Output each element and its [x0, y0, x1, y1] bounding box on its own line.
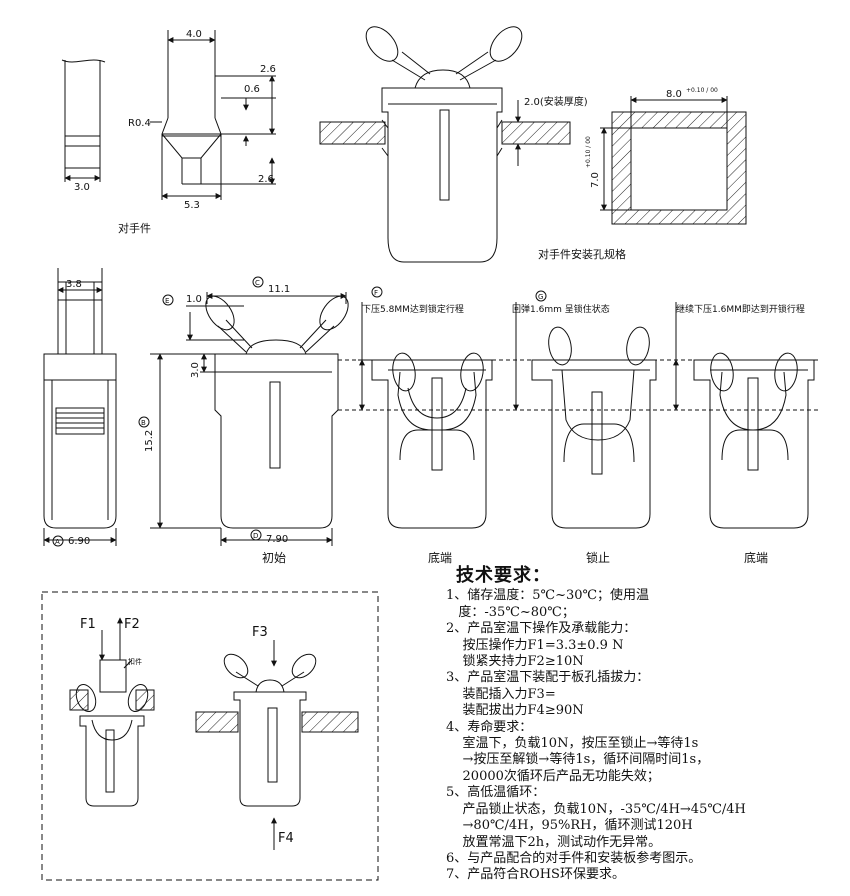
dim-top-width: 4.0 — [186, 29, 202, 40]
mating-part-front-view — [150, 30, 276, 200]
caption-bottom-2: 底端 — [744, 550, 768, 565]
dim-front-top: 11.1 — [268, 284, 290, 295]
dim-width-26: 2.6 — [258, 174, 274, 185]
mark-d-circle — [250, 529, 262, 541]
mating-part-caption: 对手件 — [118, 221, 151, 235]
requirement-line: 装配插入力F3= — [446, 686, 556, 702]
mating-part-side-view — [61, 59, 106, 182]
requirement-line: 1、储存温度：5℃~30℃；使用温 — [446, 588, 650, 604]
mark-d: D — [253, 532, 258, 540]
latch-side-view — [43, 268, 117, 546]
caption-bottom-1: 底端 — [428, 550, 452, 565]
requirement-line: →按压至解锁→等待1s，循环间隔时间1s， — [446, 752, 710, 768]
requirement-line: 按压操作力F1=3.3±0.9 N — [446, 637, 624, 653]
requirements-title: 技术要求： — [456, 565, 551, 586]
dim-height-06: 0.6 — [244, 84, 260, 95]
requirement-line: →80℃/4H，95%RH，循环测试120H — [446, 818, 693, 834]
force-f4-label: F4 — [278, 831, 294, 846]
dim-front-bottom: 7.90 — [266, 534, 288, 545]
requirement-line: 装配拔出力F4≥90N — [446, 703, 584, 719]
requirement-line: 6、与产品配合的对手件和安装板参考图示。 — [446, 850, 702, 866]
mark-c-circle — [252, 276, 264, 288]
dim-side-top: 3.8 — [66, 279, 82, 290]
mark-b-circle — [138, 416, 150, 428]
mark-b: B — [141, 419, 146, 427]
mark-a-circle — [52, 535, 64, 547]
caption-initial: 初始 — [262, 551, 286, 565]
force-f2-label: F2 — [124, 617, 140, 632]
dim-height-26: 2.6 — [260, 64, 276, 75]
mounting-hole-spec — [600, 96, 747, 225]
note-press-unlock: 继续下压1.6MM即达到开锁行程 — [676, 303, 805, 315]
dim-width-30: 3.0 — [74, 182, 90, 193]
mark-f-circle — [371, 286, 383, 298]
force-f1-label: F1 — [80, 617, 96, 632]
mark-g: G — [538, 293, 543, 301]
dim-side-bottom: 6.90 — [68, 536, 90, 547]
latch-front-view-initial — [150, 292, 349, 546]
mark-c: C — [255, 279, 260, 287]
requirement-line: 度：-35℃~80℃； — [446, 604, 575, 620]
requirement-line: 3、产品室温下装配于板孔插拔力： — [446, 670, 650, 686]
force-test-insertion — [195, 640, 359, 850]
mark-e: E — [165, 297, 169, 305]
force-f3-label: F3 — [252, 625, 268, 640]
mark-g-circle — [535, 290, 547, 302]
note-press-lock: 下压5.8MM达到锁定行程 — [362, 303, 464, 315]
requirement-line: 4、寿命要求： — [446, 719, 533, 735]
mark-e-circle — [162, 294, 174, 306]
dim-front-e: 1.0 — [186, 294, 202, 305]
dim-front-30: 3.0 — [190, 362, 201, 378]
mark-f: F — [374, 289, 378, 297]
dim-hole-width-tol: +0.10 / 00 — [686, 87, 718, 94]
dimension-labels: 4.0 2.6 0.6 R0.4 3.0 2.6 5.3 对手件 2.0(安装厚… — [52, 29, 805, 846]
dim-install-thickness: 2.0(安装厚度) — [524, 95, 588, 108]
technical-requirements: 技术要求： 1、储存温度：5℃~30℃；使用温 度：-35℃~80℃； 2、产品… — [446, 565, 846, 884]
force-test-pressing — [69, 617, 155, 807]
requirement-line: 20000次循环后产品无功能失效； — [446, 768, 660, 784]
dim-front-height: 15.2 — [144, 430, 155, 452]
requirement-line: 5、高低温循环： — [446, 785, 546, 801]
latch-state-bottom-2 — [673, 302, 815, 529]
force-test-frame — [41, 591, 379, 881]
dim-radius: R0.4 — [128, 118, 151, 129]
dim-hole-width: 8.0 — [666, 89, 682, 100]
requirement-line: 7、产品符合ROHS环保要求。 — [446, 867, 625, 883]
requirement-line: 2、产品室温下操作及承载能力： — [446, 621, 637, 637]
caption-locked: 锁止 — [586, 550, 610, 565]
note-rebound-locked: 回弹1.6mm 呈锁住状态 — [512, 303, 610, 315]
installed-latch-view — [319, 26, 571, 263]
dim-hole-height: 7.0 — [590, 172, 601, 188]
dim-hole-height-tol: +0.10 / 00 — [585, 136, 592, 168]
latch-state-locked — [513, 302, 657, 529]
requirement-line: 产品锁止状态，负载10N，-35℃/4H→45℃/4H — [446, 801, 746, 817]
dim-width-53: 5.3 — [184, 200, 200, 211]
mark-a: A — [55, 538, 60, 546]
part-label: 扣件 — [128, 657, 142, 666]
hole-spec-caption: 对手件安装孔规格 — [538, 247, 626, 261]
requirement-line: 放置常温下2h，测试动作无异常。 — [446, 834, 662, 850]
requirement-line: 锁紧夹持力F2≥10N — [446, 654, 584, 670]
requirement-line: 室温下，负载10N，按压至锁止→等待1s — [446, 736, 699, 752]
latch-state-bottom-1 — [358, 302, 493, 529]
